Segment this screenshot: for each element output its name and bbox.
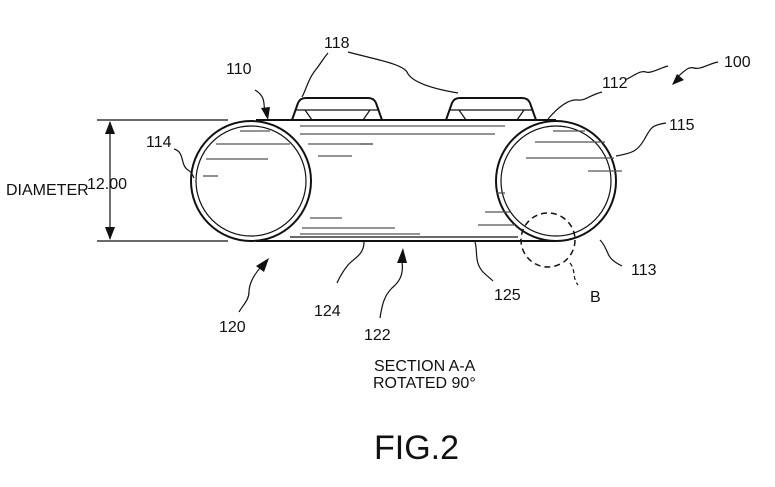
- ref-122: 122: [364, 327, 391, 344]
- ref-124: 124: [314, 303, 341, 320]
- leader-118-right: [347, 51, 459, 94]
- dimension-arrow-up-icon: [105, 121, 115, 134]
- left-tube-inner: [195, 125, 307, 237]
- ref-125: 125: [494, 287, 521, 304]
- section-caption-line1: SECTION A-A: [374, 358, 476, 375]
- leader-124: [336, 241, 365, 284]
- figure-title: FIG.2: [374, 429, 459, 467]
- leader-120: [238, 265, 263, 313]
- fastener-left: [291, 97, 383, 121]
- surface-hatching: [203, 125, 622, 235]
- fastener-right: [445, 97, 537, 121]
- arrow-110-icon: [261, 107, 270, 120]
- ref-113: 113: [631, 262, 657, 279]
- right-tube-outer: [495, 120, 617, 242]
- ref-112: 112: [602, 75, 628, 92]
- arrow-120-icon: [256, 258, 269, 272]
- left-tube-outer: [190, 120, 312, 242]
- ref-120: 120: [219, 319, 246, 336]
- leader-113: [599, 239, 623, 267]
- section-caption-line2: ROTATED 90°: [373, 375, 476, 392]
- ref-110: 110: [226, 61, 252, 78]
- ref-118: 118: [324, 35, 350, 52]
- ref-114: 114: [146, 134, 172, 151]
- dimension-arrow-down-icon: [105, 227, 115, 240]
- ref-b: B: [590, 289, 601, 306]
- arrow-100-head-icon: [672, 74, 684, 85]
- leader-114: [173, 148, 195, 179]
- leader-118-left: [301, 52, 329, 98]
- leader-112: [547, 91, 603, 120]
- leader-100: [624, 65, 669, 81]
- ref-115: 115: [669, 117, 695, 134]
- right-tube-inner: [500, 125, 612, 237]
- arrow-122-icon: [397, 248, 407, 263]
- leader-115-line: [615, 122, 667, 157]
- dimension-label: DIAMETER: [6, 182, 89, 199]
- leader-125: [474, 241, 494, 282]
- leader-b: [569, 262, 579, 286]
- leader-122: [379, 261, 403, 319]
- ref-100: 100: [724, 54, 751, 71]
- dimension-value: 12.00: [87, 176, 127, 193]
- leader-100-line: [675, 61, 719, 79]
- detail-b-circle: [520, 212, 576, 268]
